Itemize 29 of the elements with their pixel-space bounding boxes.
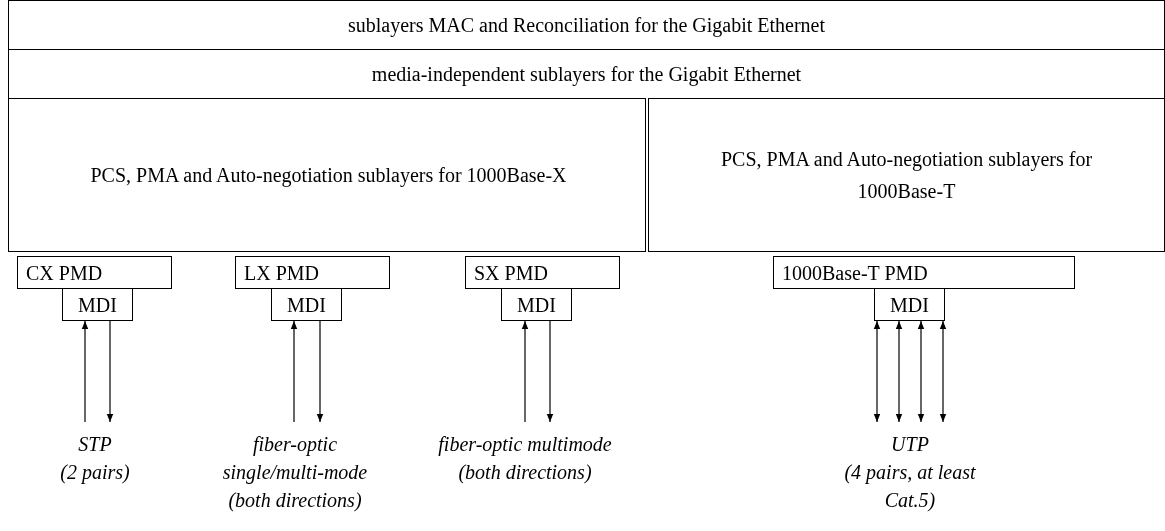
- medium-note: (both directions): [227, 488, 363, 514]
- pmd-box: SX PMD: [465, 256, 620, 289]
- mdi-box: MDI: [271, 288, 342, 321]
- arrow: [873, 320, 881, 423]
- medium-note: (both directions): [457, 460, 593, 486]
- arrow: [917, 320, 925, 423]
- arrow: [895, 320, 903, 423]
- arrow: [521, 320, 529, 423]
- arrow: [81, 320, 89, 423]
- pmd-box: CX PMD: [17, 256, 172, 289]
- medium-label: fiber-optic multimode: [437, 432, 613, 458]
- mdi-box: MDI: [501, 288, 572, 321]
- arrow: [939, 320, 947, 423]
- layer-box: media-independent sublayers for the Gigabit Ethernet: [8, 49, 1165, 99]
- medium-note: (4 pairs, at least Cat.5): [843, 460, 977, 513]
- pmd-box: LX PMD: [235, 256, 390, 289]
- arrow: [290, 320, 298, 423]
- pmd-box: 1000Base-T PMD: [773, 256, 1075, 289]
- layer-box: PCS, PMA and Auto-negotiation sublayers for 1000Base-T: [648, 98, 1165, 252]
- arrow: [316, 320, 324, 423]
- medium-label: UTP: [890, 432, 930, 457]
- medium-label: fiber-optic single/multi-mode: [221, 432, 369, 486]
- arrow: [546, 320, 554, 423]
- medium-label: STP: [77, 432, 113, 457]
- mdi-box: MDI: [874, 288, 945, 321]
- medium-note: (2 pairs): [59, 460, 131, 486]
- arrow: [106, 320, 114, 423]
- mdi-box: MDI: [62, 288, 133, 321]
- layer-box: sublayers MAC and Reconciliation for the Gigabit Ethernet: [8, 0, 1165, 50]
